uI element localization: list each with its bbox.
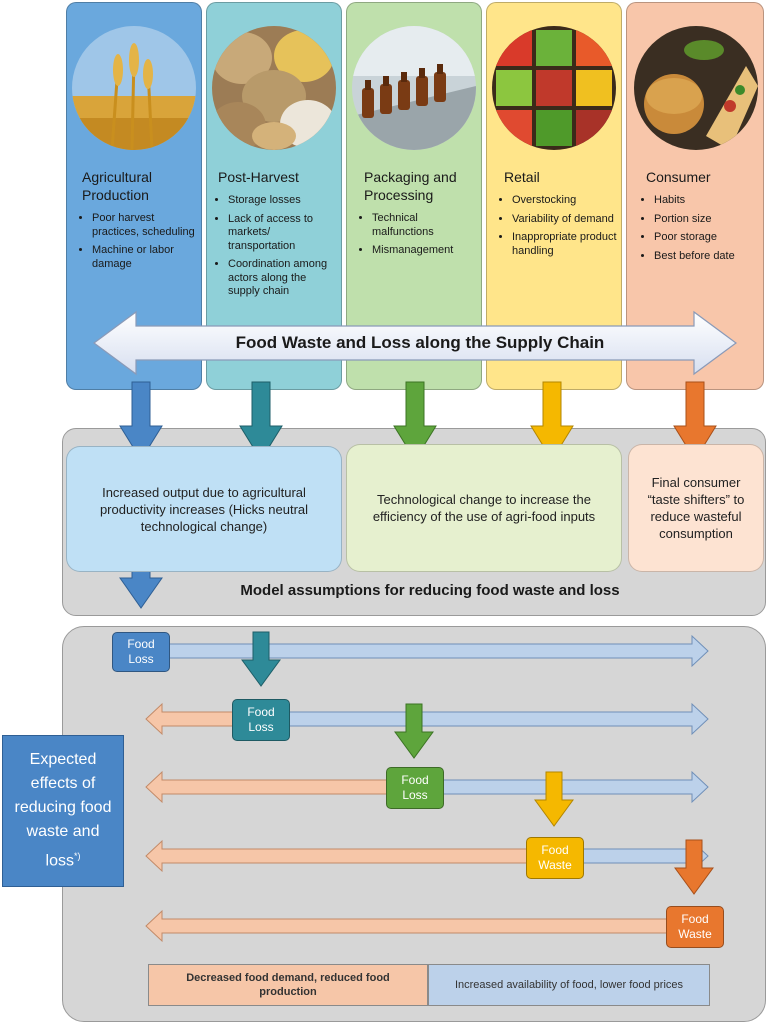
effect-down-arrow-row-4 [674, 839, 714, 895]
effects-panel [62, 626, 766, 1022]
assumption-box-efficiency: Technological change to increase the eff… [346, 444, 622, 572]
stage-bullets-retail: Overstocking Variability of demand Inapp… [496, 186, 620, 263]
bullet-item: Overstocking [512, 194, 620, 208]
stage-title-retail: Retail [504, 169, 540, 185]
bullet-item: Coordination among actors along the supp… [228, 258, 340, 299]
bullet-item: Variability of demand [512, 213, 620, 227]
stage-bullets-consumer: Habits Portion size Poor storage Best be… [638, 186, 762, 268]
down-arrow-packaging [393, 381, 437, 461]
bullet-item: Inappropriate product handling [512, 231, 620, 258]
stage-bullets-packaging-processing: Technical malfunctions Mismanagement [356, 204, 480, 263]
grain-sacks-photo [212, 26, 336, 150]
legend-increased-availability: Increased availability of food, lower fo… [428, 964, 710, 1006]
down-arrow-retail [530, 381, 574, 461]
bullet-item: Poor storage [654, 231, 762, 245]
assumption-box-taste-shifters: Final consumer “taste shifters” to reduc… [628, 444, 764, 572]
bullet-item: Portion size [654, 213, 762, 227]
bottling-line-photo [352, 26, 476, 150]
bullet-item: Storage losses [228, 194, 340, 208]
burger-meal-photo [634, 26, 758, 150]
down-arrow-consumer [673, 381, 717, 461]
bullet-item: Mismanagement [372, 244, 480, 258]
expected-effects-label: Expected effects of reducing food waste … [2, 735, 124, 887]
effect-arrow-left-row-3 [145, 770, 391, 804]
bullet-item: Machine or labor damage [92, 244, 198, 271]
wheat-field-photo [72, 26, 196, 150]
effect-arrow-left-row-4 [145, 839, 531, 873]
effect-arrow-left-row-2 [145, 702, 237, 736]
supply-chain-banner-text: Food Waste and Loss along the Supply Cha… [235, 333, 605, 352]
expected-effects-text: Expected effects of reducing food waste … [14, 751, 112, 870]
effect-down-arrow-row-1 [241, 631, 281, 687]
stage-title-packaging-processing: Packaging and Processing [364, 169, 457, 203]
stage-title-consumer: Consumer [646, 169, 711, 185]
effect-arrow-left-row-5 [145, 909, 671, 943]
bullet-item: Lack of access to markets/ transportatio… [228, 213, 340, 254]
effect-arrow-right-row-2 [287, 702, 709, 736]
bullet-item: Poor harvest practices, scheduling [92, 212, 198, 239]
supply-chain-banner-arrow [92, 310, 738, 376]
stage-bullets-agricultural-production: Poor harvest practices, scheduling Machi… [76, 204, 198, 276]
down-arrow-post-harvest [239, 381, 283, 461]
effect-down-arrow-row-3 [534, 771, 574, 827]
stage-title-post-harvest: Post-Harvest [218, 169, 299, 185]
effect-down-arrow-row-2 [394, 703, 434, 759]
effect-arrow-right-row-3 [441, 770, 709, 804]
produce-crates-photo [492, 26, 616, 150]
stage-bullets-post-harvest: Storage losses Lack of access to markets… [212, 186, 340, 304]
legend-decreased-demand: Decreased food demand, reduced food prod… [148, 964, 428, 1006]
assumptions-title: Model assumptions for reducing food wast… [240, 582, 620, 599]
bullet-item: Technical malfunctions [372, 212, 480, 239]
stage-title-agricultural-production: Agricultural Production [82, 169, 153, 203]
footnote-mark: *) [73, 851, 81, 862]
down-arrow-agricultural [119, 381, 163, 461]
bullet-item: Habits [654, 194, 762, 208]
assumption-box-productivity: Increased output due to agricultural pro… [66, 446, 342, 572]
bullet-item: Best before date [654, 250, 762, 264]
